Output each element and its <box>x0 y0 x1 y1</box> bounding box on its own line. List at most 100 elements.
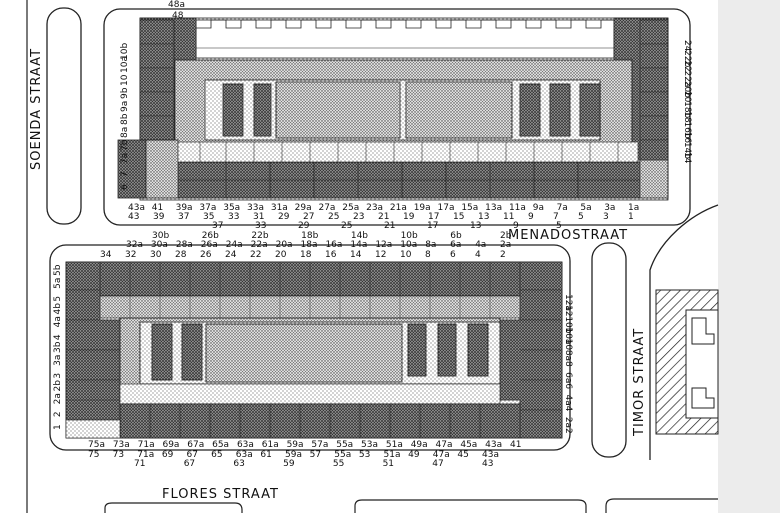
house-number-label: 49 <box>408 450 420 460</box>
house-number-label: 22b <box>251 231 268 241</box>
timor-island <box>591 242 627 458</box>
house-number-label: 67 <box>187 450 198 460</box>
house-number-label: 8 <box>563 361 573 367</box>
house-number-label: 2a <box>500 240 511 250</box>
house-number-label: 13 <box>478 212 489 222</box>
house-number-label: 51a <box>384 450 401 460</box>
house-number-label: 69a <box>162 440 179 450</box>
house-number-label: 7 <box>120 171 130 177</box>
house-number-label: 18 <box>682 111 692 123</box>
house-number-label: 57a <box>311 440 328 450</box>
house-number-label: 5 <box>578 212 584 222</box>
house-number-label: 25 <box>341 221 352 231</box>
house-number-label: 43a <box>128 203 145 213</box>
house-number-label: 24a <box>226 240 243 250</box>
house-number-label: 24 <box>682 40 692 52</box>
house-number-label: 13a <box>485 203 502 213</box>
house-number-label: 6a <box>450 240 461 250</box>
house-number-label: 8a <box>563 350 573 361</box>
house-number-label: 63 <box>233 459 244 469</box>
house-number-label: 19a <box>414 203 431 213</box>
house-number-label: 71a <box>138 440 155 450</box>
house-number-label: 7b <box>120 139 130 151</box>
house-number-label: 10b <box>563 316 573 333</box>
house-number-label: 33 <box>228 212 239 222</box>
house-number-label: 7a <box>120 153 130 164</box>
house-number-label: 73 <box>113 450 124 460</box>
house-number-label: 45a <box>460 440 477 450</box>
house-number-label: 5 <box>53 296 63 302</box>
house-number-label: 69 <box>162 450 174 460</box>
house-number-label: 5 <box>556 221 562 231</box>
house-number-label: 14 <box>682 152 692 164</box>
right-road-curve <box>649 204 719 460</box>
house-number-label: 48 <box>172 11 184 21</box>
house-number-label: 25 <box>328 212 339 222</box>
bottom-curb-left <box>104 502 243 513</box>
house-number-label: 17 <box>428 212 439 222</box>
house-number-label: 4 <box>563 406 573 412</box>
house-number-label: 47a <box>436 440 453 450</box>
house-number-label: 75 <box>88 450 99 460</box>
house-number-label: 6 <box>563 383 573 389</box>
house-number-label: 3 <box>53 373 63 379</box>
house-number-label: 33a <box>247 203 264 213</box>
house-number-label: 11a <box>509 203 526 213</box>
house-number-label: 63a <box>236 450 253 460</box>
house-number-label: 39 <box>153 212 165 222</box>
house-number-label: 31 <box>253 212 264 222</box>
house-number-label: 22 <box>250 250 261 260</box>
house-number-label: 2b <box>500 231 512 241</box>
house-number-label: 9a <box>120 101 130 112</box>
house-number-label: 26 <box>200 250 212 260</box>
house-number-label: 6 <box>120 184 130 190</box>
house-number-label: 20 <box>275 250 287 260</box>
house-number-label: 22a <box>682 71 692 88</box>
house-number-label: 6a <box>563 372 573 383</box>
house-number-label: 30 <box>150 250 162 260</box>
house-number-label: 32 <box>125 250 136 260</box>
bottom-curb-right <box>605 498 718 513</box>
house-number-label: 5a <box>580 203 591 213</box>
house-number-label: 20 <box>682 91 692 103</box>
house-number-label: 41 <box>510 440 521 450</box>
house-number-label: 53 <box>359 450 370 460</box>
block-top-east-houses <box>639 19 669 161</box>
house-number-label: 12a <box>563 294 573 311</box>
house-number-label: 8a <box>425 240 436 250</box>
soenda-curb <box>46 7 82 225</box>
house-number-label: 67 <box>184 459 195 469</box>
house-number-label: 4a <box>563 395 573 406</box>
house-number-label: 9a <box>533 203 544 213</box>
street-label-menado: MENADOSTRAAT <box>508 228 628 243</box>
house-number-label: 37 <box>178 212 189 222</box>
house-number-label: 39a <box>176 203 193 213</box>
house-number-label: 10b <box>401 231 418 241</box>
house-number-label: 3a <box>604 203 615 213</box>
house-number-label: 26a <box>201 240 218 250</box>
house-number-label: 2 <box>563 428 573 434</box>
house-number-label: 11 <box>503 212 514 222</box>
street-label-soenda: SOENDA STRAAT <box>29 48 44 170</box>
house-number-label: 65a <box>212 440 229 450</box>
block-top-west-houses <box>139 19 175 141</box>
house-number-label: 2b <box>53 380 63 392</box>
house-number-label: 47 <box>432 459 443 469</box>
block-top-lawn-2 <box>405 81 513 139</box>
hatched-building <box>655 289 719 435</box>
house-number-label: 71a <box>137 450 154 460</box>
house-number-labels: 48a4810b10a109b9a8b8a7b7a762422b2222a20b… <box>53 0 692 469</box>
house-number-label: 65 <box>211 450 222 460</box>
house-number-label: 21 <box>378 212 389 222</box>
house-number-label: 34 <box>100 250 112 260</box>
house-number-label: 8a <box>120 127 130 138</box>
house-number-label: 7 <box>553 212 559 222</box>
house-number-label: 10a <box>563 328 573 345</box>
house-number-label: 41 <box>152 203 163 213</box>
house-number-label: 1 <box>53 424 63 430</box>
house-number-label: 12 <box>375 250 386 260</box>
house-number-label: 12 <box>563 305 573 316</box>
house-number-label: 53a <box>361 440 378 450</box>
house-number-label: 2 <box>53 411 63 417</box>
house-number-label: 20b <box>682 81 692 98</box>
